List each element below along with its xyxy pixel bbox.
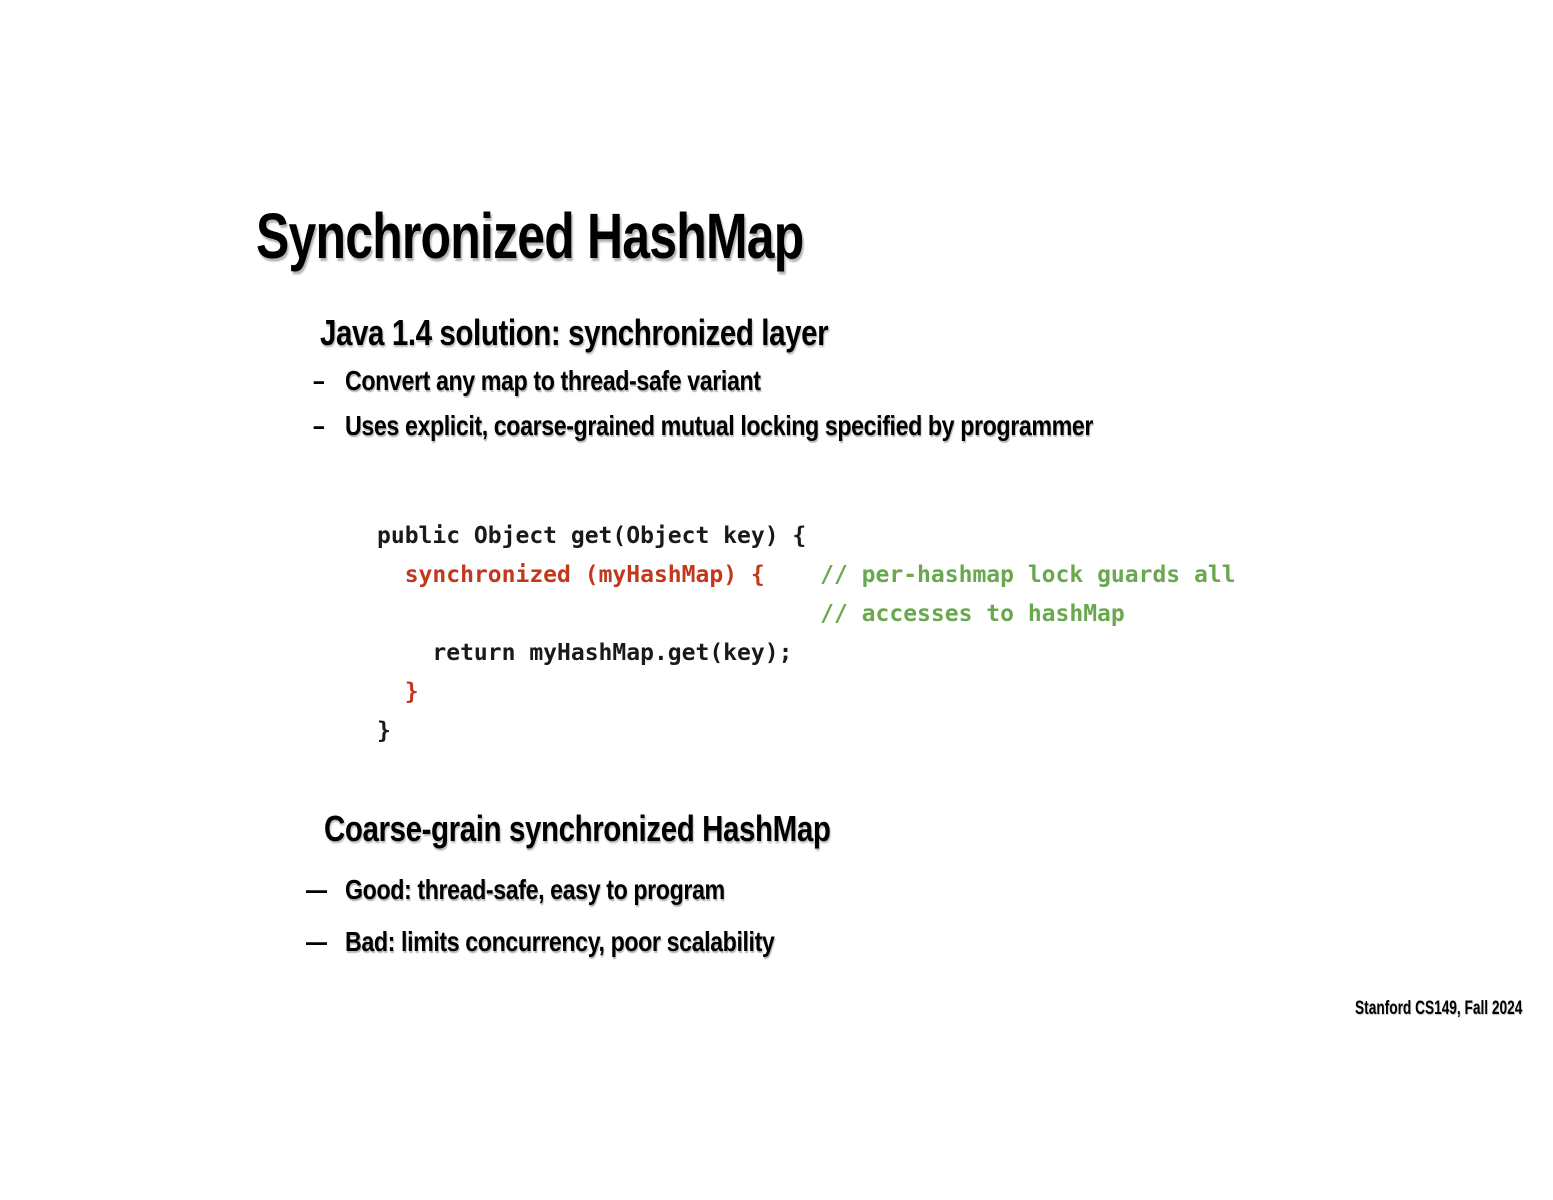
bullet-item-label: Bad: limits concurrency, poor scalabilit… [345, 926, 775, 957]
section2-heading: Coarse-grain synchronized HashMap [324, 811, 942, 847]
bullet-item-label: Convert any map to thread-safe variant [345, 365, 761, 396]
code-block: public Object get(Object key) { synchron… [377, 517, 1236, 751]
section2-heading-text: Coarse-grain synchronized HashMap [324, 808, 831, 849]
slide-title-text: Synchronized HashMap [256, 200, 804, 272]
code-segment-default [377, 601, 820, 627]
slide-title: Synchronized HashMap [256, 204, 958, 268]
section1-heading: Java 1.4 solution: synchronized layer [320, 315, 940, 351]
section1-heading-text: Java 1.4 solution: synchronized layer [320, 312, 829, 353]
bullet-item: –Uses explicit, coarse-grained mutual lo… [313, 403, 1246, 448]
section2-bullet-list: — Good: thread-safe, easy to program — Bad:… [306, 864, 862, 968]
bullet-item-label: Good: thread-safe, easy to program [345, 874, 725, 905]
footer-credit: Stanford CS149, Fall 2024 [1290, 998, 1522, 1020]
code-segment-default [377, 679, 405, 705]
bullet-item: — Bad: limits concurrency, poor scalabili… [306, 916, 862, 968]
bullet-item-label: Uses explicit, coarse-grained mutual loc… [345, 410, 1093, 441]
code-segment-default: public Object get(Object key) { [377, 523, 807, 549]
bullet-dash-icon: — [306, 926, 327, 957]
code-segment-default: } [377, 718, 391, 744]
footer-credit-text: Stanford CS149, Fall 2024 [1354, 998, 1522, 1019]
code-segment-default [377, 562, 405, 588]
code-segment-green: // per-hashmap lock guards all [820, 562, 1236, 588]
bullet-item: –Convert any map to thread-safe variant [313, 358, 1246, 403]
bullet-dash-icon: — [306, 874, 327, 905]
bullet-dash-icon: – [313, 365, 325, 396]
code-segment-red: synchronized (myHashMap) { [404, 562, 765, 588]
code-segment-default: return myHashMap.get(key); [377, 640, 793, 666]
code-segment-red: } [404, 679, 419, 705]
bullet-dash-icon: – [313, 410, 325, 441]
bullet-item: — Good: thread-safe, easy to program [306, 864, 862, 916]
section1-bullet-list: –Convert any map to thread-safe variant–… [313, 358, 1246, 448]
code-segment-default [765, 562, 820, 588]
code-segment-green: // accesses to hashMap [820, 601, 1125, 627]
